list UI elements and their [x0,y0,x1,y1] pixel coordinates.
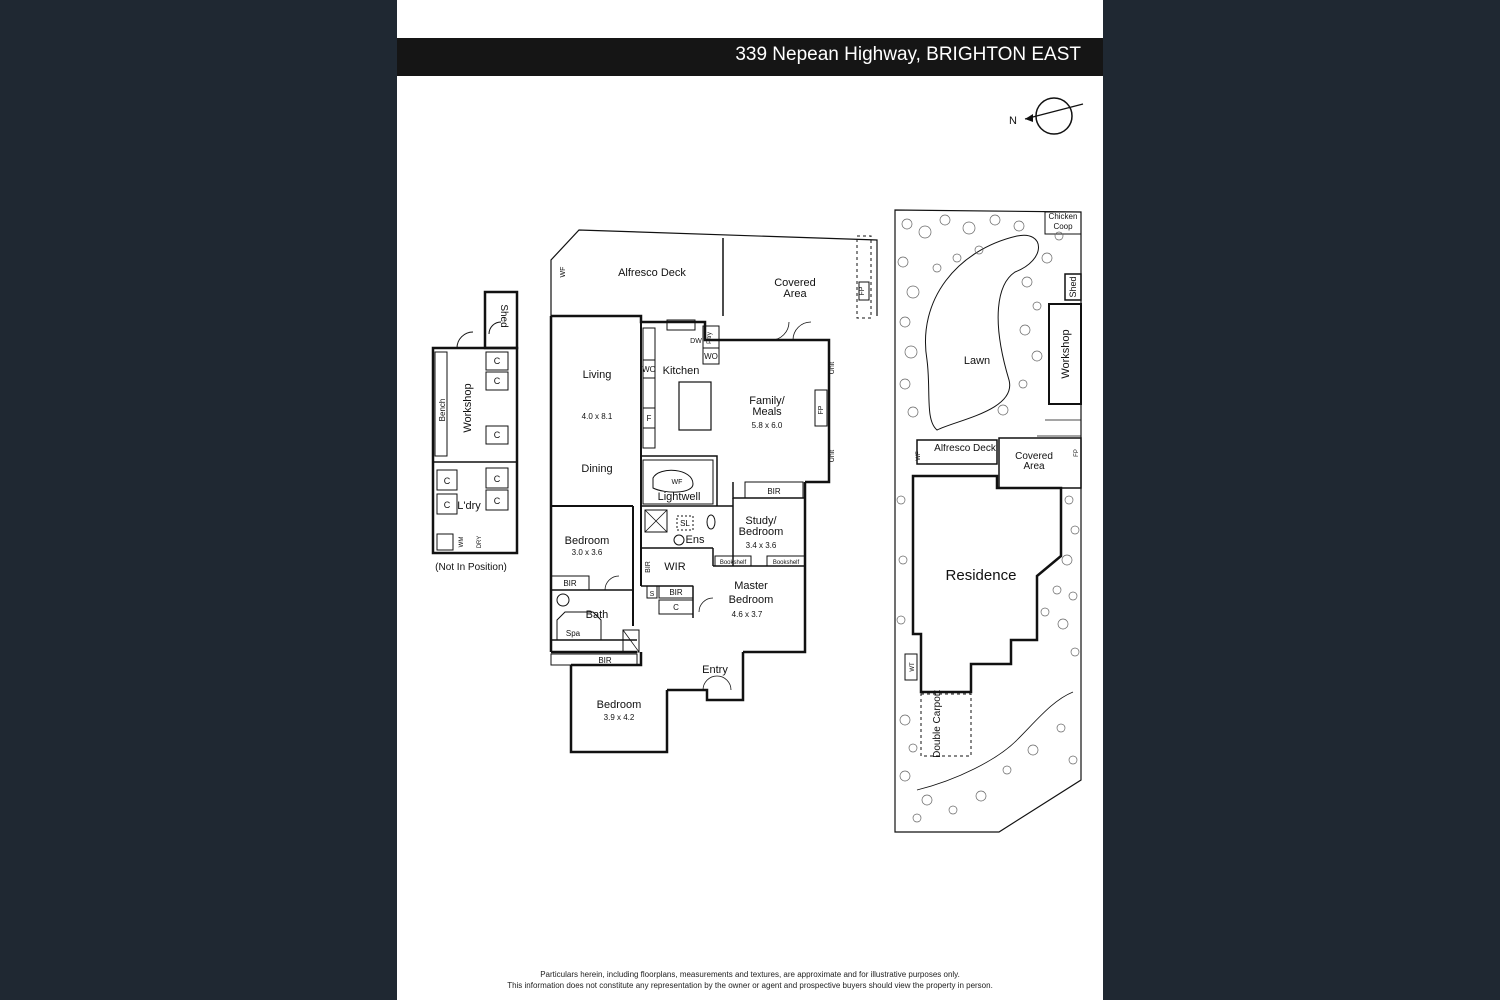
outbuilding-wm-label: WM [459,537,465,548]
outbuilding-cupboard-6: C [444,476,451,486]
bookshelf-label-2: Bookshelf [773,560,800,566]
outbuilding-dry-label: DRY [477,536,483,549]
outbuilding-cupboard-5: C [494,496,501,506]
living-label: Living [583,369,612,381]
wir-label: WIR [664,561,685,573]
dining-label: Dining [581,463,612,475]
site-workshop-label: Workshop [1060,329,1072,378]
deck-wf-label: WF [560,267,567,278]
outbuilding-plan [431,290,519,555]
bedroom2-dimension: 3.9 x 4.2 [604,713,635,722]
kitchen-label: Kitchen [663,365,700,377]
outbuilding-workshop-label: Workshop [462,383,474,432]
master-dimension: 4.6 x 3.7 [732,610,763,619]
carport-label-wrap: Double Carport [932,690,943,758]
bookshelf-label-1: Bookshelf [720,560,747,566]
family-meals-label: Family/ Meals [749,396,785,418]
house-plan [549,229,878,754]
bedroom1-bir-label: BIR [563,579,577,588]
bedroom2-label: Bedroom [597,699,642,711]
kitchen-wo-label: WO [642,365,656,374]
site-covered-label-wrap: Covered Area [1015,452,1053,472]
compass-icon: N [1009,97,1084,135]
property-address: 339 Nepean Highway, BRIGHTON EAST [735,44,1081,65]
lightwell-wf-label: WF [672,479,683,486]
outbuilding-bench-label: Bench [438,399,447,422]
outbuilding-cupboard-2: C [494,376,501,386]
disclaimer: Particulars herein, including floorplans… [397,969,1103,991]
chicken-coop-label: Chicken Coop [1048,212,1078,231]
wir-bir-label-2: BIR [669,588,683,597]
site-covered-area-label: Covered Area [1015,452,1053,472]
site-alfresco-deck-label: Alfresco Deck [934,444,996,454]
study-dimension: 3.4 x 3.6 [746,541,777,550]
floorplan-sheet: 339 Nepean Highway, BRIGHTON EAST N [397,0,1103,1000]
unit-label-1: Unit [829,362,836,375]
covered-area-label-wrap: Covered Area [774,278,816,300]
site-alfresco-label-wrap: Alfresco Deck [934,444,996,454]
master-bedroom-label: Master Bedroom [728,580,774,605]
family-dimension: 5.8 x 6.0 [752,421,783,430]
outbuilding-cupboard-7: C [444,500,451,510]
pantry-label: P'try [707,332,713,344]
pantry-wo-label: WO [704,352,718,361]
lightwell-label: Lightwell [658,491,701,503]
double-carport-label: Double Carport [932,690,943,758]
covered-area-label: Covered Area [774,278,816,300]
site-plan [894,209,1082,833]
site-wt-label: WT [910,662,916,672]
bedroom2-bir-label: BIR [598,656,612,665]
spa-label: Spa [566,629,581,638]
disclaimer-line-2: This information does not constitute any… [507,981,993,990]
wir-s-label: S [650,591,655,598]
floorplan-drawing: N Shed Workshop Bench L'dry C C C C C C [431,97,1084,833]
vegetation [896,214,1080,823]
lawn-label: Lawn [964,355,990,367]
compass-north-label: N [1009,115,1017,127]
wir-bir-label: BIR [645,561,652,573]
outbuilding-laundry-label: L'dry [457,500,481,512]
residence-label: Residence [946,567,1017,584]
kitchen-dw-label: DW [690,338,702,345]
outbuilding-note: (Not In Position) [435,562,507,573]
living-dimension: 4.0 x 8.1 [582,412,613,421]
study-bir-label: BIR [767,487,781,496]
wir-c-label: C [673,603,679,612]
study-bedroom-label: Study/ Bedroom [738,516,784,538]
outbuilding-cupboard-3: C [494,430,501,440]
bath-label: Bath [586,609,609,621]
family-fp-label: FP [818,405,825,414]
study-label-wrap: Study/ Bedroom [738,516,784,538]
site-fp-label: FP [1074,449,1080,457]
ensuite-label: Ens [686,534,705,546]
unit-label-2: Unit [829,450,836,463]
entry-label: Entry [702,664,728,676]
disclaimer-line-1: Particulars herein, including floorplans… [540,970,960,979]
chicken-coop-label-wrap: Chicken Coop [1048,212,1078,231]
site-shed-label: Shed [1068,276,1078,297]
site-wf-label: WF [916,451,922,461]
kitchen-fridge-label: F [647,414,652,423]
alfresco-deck-label: Alfresco Deck [618,267,686,279]
bedroom1-label: Bedroom [565,535,610,547]
outbuilding-shed-label: Shed [498,304,509,327]
master-label-wrap: Master Bedroom [728,580,774,605]
family-meals-label-wrap: Family/ Meals [749,396,785,418]
ensuite-sl-label: SL [680,519,690,528]
covered-fp-label: FP [859,286,866,295]
outbuilding-cupboard-1: C [494,356,501,366]
outbuilding-cupboard-4: C [494,474,501,484]
header-bar: 339 Nepean Highway, BRIGHTON EAST [397,38,1103,76]
bedroom1-dimension: 3.0 x 3.6 [572,548,603,557]
